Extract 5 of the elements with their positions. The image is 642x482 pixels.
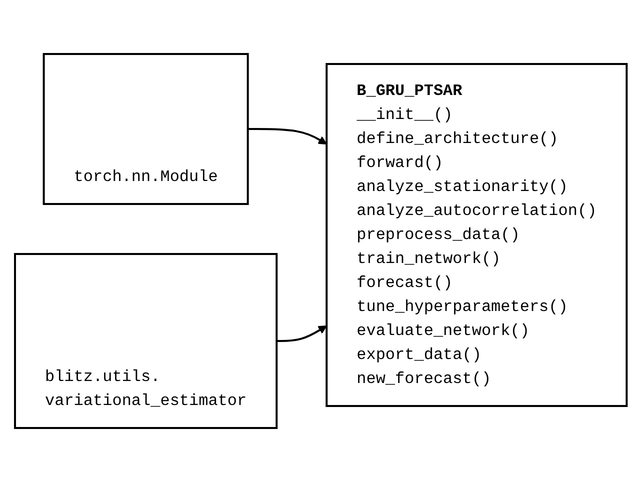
arrow — [248, 128, 328, 145]
node-box: B_GRU_PTSAR __init__() define_architecture() forward() analyze_stationarity() analyze_autocorrelation() preprocess_data() train_network() forecast() tune_hyperparameters() evaluate_network() export_data() new_forecast() — [326, 63, 628, 407]
node-box: blitz.utils. variational_estimator — [14, 253, 278, 429]
node-box: torch.nn.Module — [42, 53, 249, 205]
arrow — [276, 325, 328, 342]
